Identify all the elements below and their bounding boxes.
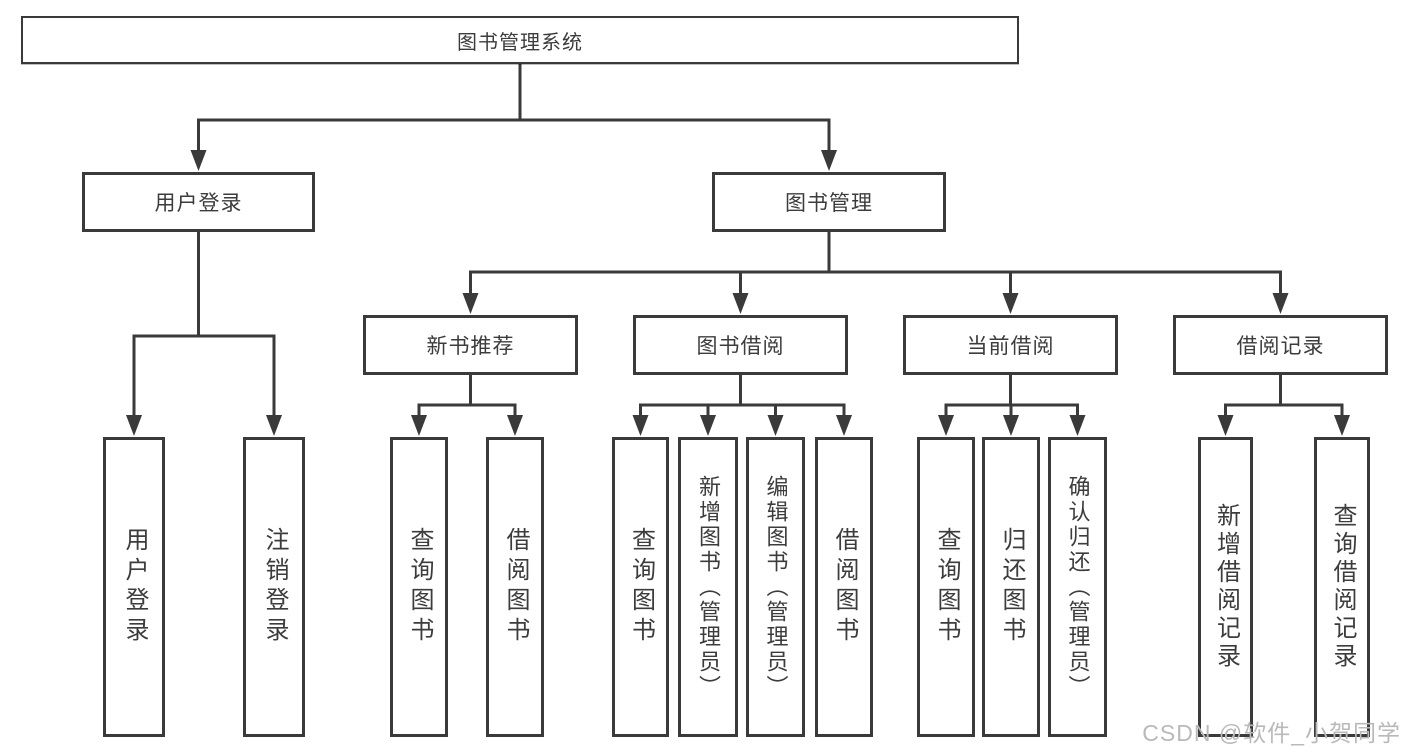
node-book-borrow: 图书借阅 [633,315,848,375]
leaf-confirm-return-admin: 确认归还（管理员） [1048,437,1107,737]
connector-current-borrow-split [944,375,1079,421]
leaf-query-books-borrow: 查询图书 [612,437,669,737]
connector-root-split [197,64,831,156]
leaf-query-borrow-record: 查询借阅记录 [1314,437,1370,737]
connector-book-borrow-split [639,375,846,421]
leaf-borrow-books-recommend: 借阅图书 [486,437,544,737]
connector-new-book-split [417,375,517,421]
connector-user-login-split [132,232,276,421]
node-library-management-system: 图书管理系统 [21,16,1019,64]
leaf-return-books: 归还图书 [982,437,1040,737]
connector-borrow-records-split [1224,375,1344,421]
arrowheads [126,150,1350,436]
node-current-borrow: 当前借阅 [903,315,1118,375]
leaf-query-books-recommend: 查询图书 [390,437,448,737]
node-new-book-recommend: 新书推荐 [363,315,578,375]
connector-book-management-split [469,232,1282,299]
node-borrow-records: 借阅记录 [1173,315,1388,375]
node-user-login: 用户登录 [82,172,315,232]
leaf-edit-book-admin: 编辑图书（管理员） [746,437,805,737]
node-book-management: 图书管理 [712,172,946,232]
watermark: CSDN @软件_小贺同学 [1142,720,1401,746]
leaf-logout-login: 注销登录 [243,437,305,737]
leaf-user-login: 用户登录 [103,437,165,737]
leaf-add-borrow-record: 新增借阅记录 [1198,437,1253,737]
leaf-add-book-admin: 新增图书（管理员） [678,437,738,737]
leaf-borrow-books-borrow: 借阅图书 [815,437,873,737]
leaf-query-books-current: 查询图书 [917,437,975,737]
